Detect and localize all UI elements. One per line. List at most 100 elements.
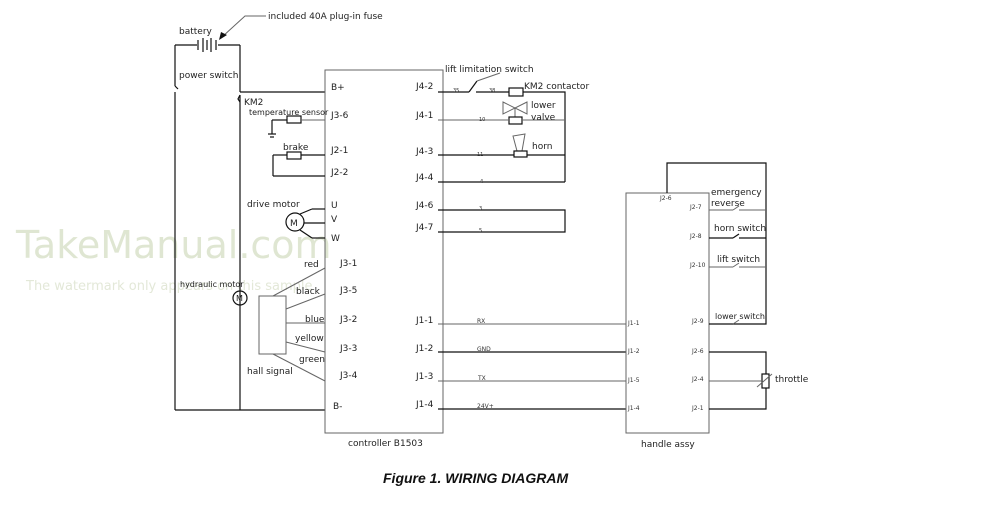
pin-b-plus: B+ <box>331 83 345 93</box>
svg-text:M: M <box>236 294 243 303</box>
hall-wire-yellow: yellow <box>295 334 324 344</box>
pin-j1-3: J1-3 <box>415 372 433 382</box>
controller-box <box>324 69 444 434</box>
pin-j1-1: J1-1 <box>415 316 433 326</box>
handle-pin-j1-1: J1-1 <box>627 320 640 327</box>
km2-contactor-coil <box>508 87 524 97</box>
wire-number-35: 35 <box>453 88 459 94</box>
handle-pin-j2-6: J2-6 <box>691 348 704 355</box>
pin-j3-3: J3-3 <box>339 344 357 354</box>
horn-icon <box>512 133 528 158</box>
emergency-label-2: reverse <box>711 199 745 209</box>
handle-pin-j2-1: J2-1 <box>691 405 704 412</box>
lower-valve-icon <box>502 101 528 125</box>
handle-pin-j2-4: J2-4 <box>691 376 704 383</box>
emergency-reverse-switch <box>709 205 766 211</box>
horn-switch <box>709 233 766 239</box>
watermark-notice: The watermark only appears on this sampl… <box>25 279 313 294</box>
hall-wire-black: black <box>296 287 321 297</box>
pin-j1-4: J1-4 <box>415 400 434 410</box>
lower-switch <box>732 319 740 325</box>
pin-j3-1: J3-1 <box>339 259 357 269</box>
temperature-sensor-label: temperature sensor <box>249 108 329 117</box>
pin-j4-3: J4-3 <box>415 147 433 157</box>
drive-motor-label: drive motor <box>247 200 300 210</box>
wire-number-5: 5 <box>479 228 482 234</box>
lift-limitation-switch-label: lift limitation switch <box>445 65 534 75</box>
brake-label: brake <box>283 143 309 153</box>
handle-common-loop <box>666 162 767 325</box>
pin-u: U <box>331 201 338 211</box>
pin-j4-1: J4-1 <box>415 111 433 121</box>
svg-text:M: M <box>290 219 298 229</box>
handle-pin-j1-5: J1-5 <box>627 377 640 384</box>
pin-j4-6: J4-6 <box>415 201 434 211</box>
handle-pin-j2-8: J2-8 <box>689 233 702 240</box>
handle-pin-j2-7: J2-7 <box>689 204 702 211</box>
pin-j1-2: J1-2 <box>415 344 433 354</box>
handle-box <box>625 192 710 434</box>
handle-label: handle assy <box>641 440 695 450</box>
hall-sensor <box>258 267 326 382</box>
lower-valve-label-1: lower <box>531 101 556 111</box>
wire-number-11: 11 <box>477 152 483 158</box>
lower-switch-label: lower switch <box>715 312 765 321</box>
throttle-potentiometer <box>709 351 773 410</box>
pin-j3-6: J3-6 <box>330 111 349 121</box>
watermark-brand: TakeManual.com <box>15 223 332 267</box>
hall-signal-label: hall signal <box>247 367 293 377</box>
tx-label: TX <box>477 375 486 382</box>
power-switch <box>174 85 179 90</box>
pin-j3-4: J3-4 <box>339 371 358 381</box>
km2-label: KM2 <box>244 98 263 108</box>
fuse-pointer <box>219 15 266 40</box>
drive-motor-icon: M <box>285 208 325 239</box>
km2-contact-icon <box>237 94 241 103</box>
pin-j2-2: J2-2 <box>330 168 348 178</box>
handle-pin-j2-9: J2-9 <box>691 318 704 325</box>
hall-wire-blue: blue <box>305 315 325 325</box>
battery-label: battery <box>179 27 213 37</box>
wire-number-38: 38 <box>489 88 495 94</box>
pin-j2-1: J2-1 <box>330 146 348 156</box>
lower-valve-label-2: valve <box>531 113 556 123</box>
battery <box>175 38 240 52</box>
km2-contactor-label: KM2 contactor <box>524 82 589 92</box>
brake-coil <box>272 151 325 177</box>
figure-caption: Figure 1. WIRING DIAGRAM <box>383 470 568 486</box>
pin-v: V <box>331 215 338 225</box>
wire-number-4: 4 <box>480 179 483 185</box>
rx-label: RX <box>477 318 485 325</box>
temperature-sensor <box>268 115 325 138</box>
hall-wire-green: green <box>299 355 325 365</box>
handle-pin-j1-2: J1-2 <box>627 348 640 355</box>
controller-label: controller B1503 <box>348 439 423 449</box>
hall-wire-red: red <box>304 260 319 270</box>
wire-number-10: 10 <box>479 117 485 123</box>
pin-j3-2: J3-2 <box>339 315 357 325</box>
j4-6-j4-7-loop <box>438 209 566 233</box>
hydraulic-motor-label: hydraulic motor <box>180 280 244 289</box>
pin-j4-4: J4-4 <box>415 173 434 183</box>
pin-b-minus: B- <box>333 402 342 412</box>
lift-switch <box>709 262 766 268</box>
hydraulic-motor-icon: M <box>232 290 248 306</box>
horn-switch-label: horn switch <box>714 224 766 234</box>
pin-j4-7: J4-7 <box>415 223 433 233</box>
wire-number-3: 3 <box>479 206 482 212</box>
pin-w: W <box>331 234 340 244</box>
24v-label: 24V+ <box>477 403 494 410</box>
handle-pin-j2-6-top: J2-6 <box>659 195 672 202</box>
handle-pin-j1-4: J1-4 <box>627 405 640 412</box>
gnd-label: GND <box>477 346 491 353</box>
emergency-label-1: emergency <box>711 188 762 198</box>
pin-j3-5: J3-5 <box>339 286 357 296</box>
power-switch-label: power switch <box>179 71 238 81</box>
lift-limitation-switch <box>438 72 509 93</box>
lift-switch-label: lift switch <box>717 255 760 265</box>
throttle-label: throttle <box>775 375 809 385</box>
handle-pin-j2-10: J2-10 <box>689 262 706 269</box>
horn-label: horn <box>532 142 552 152</box>
fuse-note: included 40A plug-in fuse <box>268 12 383 22</box>
